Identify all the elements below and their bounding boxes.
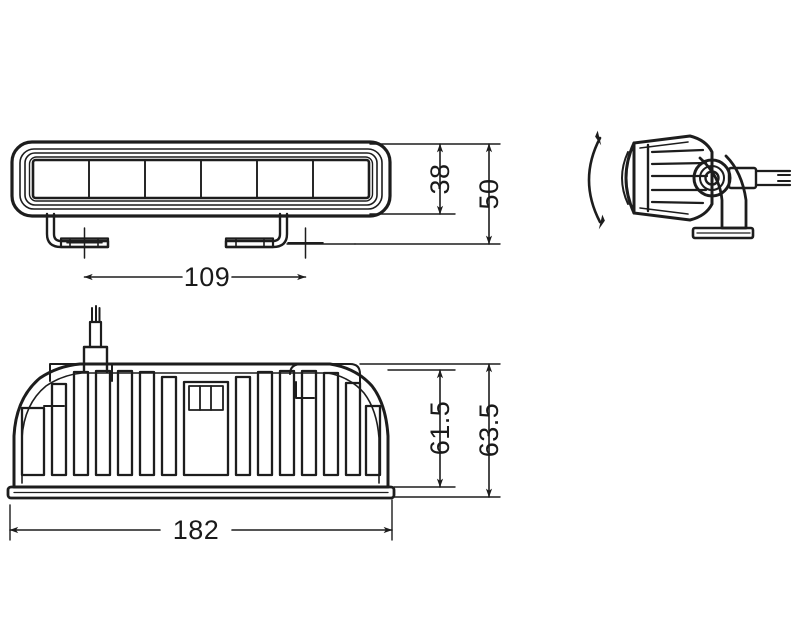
centre-boss-detail <box>188 385 224 411</box>
dimension-height-50: 50 <box>474 143 504 245</box>
bracket-profile-right <box>289 363 361 399</box>
housing-body-side <box>632 134 714 222</box>
side-cooling-fins <box>650 148 709 205</box>
dimension-label-50: 50 <box>474 178 504 209</box>
dimension-label-63-5: 63.5 <box>474 403 504 458</box>
dimension-label-61-5: 61.5 <box>425 401 455 456</box>
front-elevation-view: 38 50 109 <box>10 140 504 292</box>
dimension-label-182: 182 <box>173 515 220 545</box>
cable-with-leads <box>727 166 792 190</box>
dimension-height-38: 38 <box>425 143 455 215</box>
side-view <box>587 130 792 240</box>
dimension-width-109: 109 <box>83 262 307 292</box>
mounting-bracket-left <box>45 212 110 259</box>
bracket-profile-left <box>43 363 113 407</box>
mounting-bracket-right <box>224 212 356 259</box>
dimension-length-182: 182 <box>9 499 393 545</box>
tilt-adjustment-arrow <box>587 130 605 230</box>
dimension-label-38: 38 <box>425 163 455 194</box>
dimension-depth-61-5: 61.5 <box>425 369 455 488</box>
rear-plan-view: 61.5 63.5 182 <box>6 305 504 545</box>
housing-outline <box>10 140 392 218</box>
lens-front-face <box>621 141 636 215</box>
dimension-label-109: 109 <box>184 262 231 292</box>
lens-window <box>31 158 371 200</box>
heatsink-body-outline <box>6 362 396 500</box>
pivot-bolt <box>692 158 732 198</box>
cable-exit <box>82 305 109 374</box>
dimension-depth-63-5: 63.5 <box>474 363 504 498</box>
extension-lines-rear <box>359 363 501 498</box>
